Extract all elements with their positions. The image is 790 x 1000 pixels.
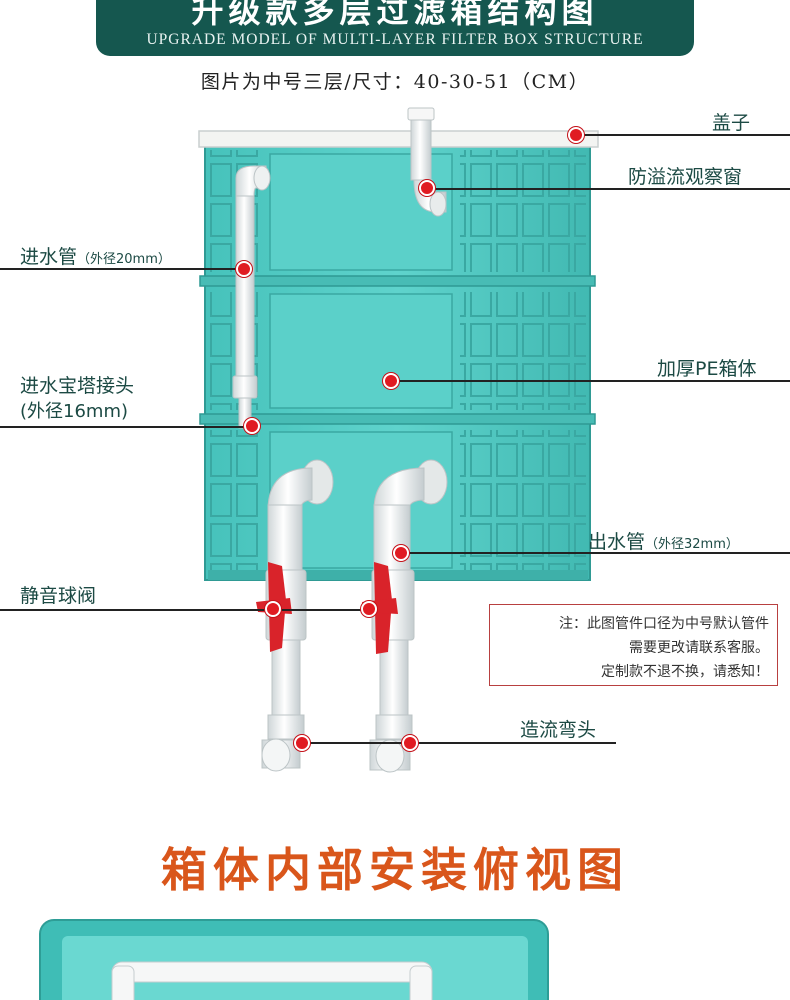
banner-title-en: UPGRADE MODEL OF MULTI-LAYER FILTER BOX … [146,31,644,48]
marker-elbow-left [294,735,310,751]
leader-inlet-connector [0,426,252,428]
leader-inlet-pipe [0,268,244,270]
leader-overflow-window [426,188,790,190]
lid [198,130,599,148]
notice-line-3: 定制款不退不换，请悉知！ [601,664,769,680]
label-outlet-pipe-note: （外径32mm） [645,537,739,552]
label-inlet-pipe: 进水管（外径20mm） [20,242,171,269]
marker-inlet-pipe [236,261,252,277]
label-outlet-pipe: 出水管（外径32mm） [588,527,739,554]
size-subtitle: 图片为中号三层/尺寸：40-30-51（CM） [200,71,590,93]
label-inlet-connector: 进水宝塔接头 (外径16mm) [20,374,134,424]
banner-title-cn: 升级款多层过滤箱结构图 [191,0,599,30]
leader-lid [575,134,790,136]
leader-outlet-pipe [400,552,790,554]
label-ball-valve: 静音球阀 [20,585,97,607]
marker-lid [568,127,584,143]
label-inlet-connector-line1: 进水宝塔接头 [20,375,135,397]
label-elbow: 造流弯头 [520,719,597,741]
notice-line-2: 需要更改请联系客服。 [629,640,769,656]
leader-ball-valve [0,609,370,611]
label-pe-box: 加厚PE箱体 [657,358,757,380]
marker-overflow-window [419,180,435,196]
label-overflow-window: 防溢流观察窗 [628,166,743,188]
label-inlet-pipe-text: 进水管 [20,246,78,268]
marker-elbow-right [402,735,418,751]
marker-ball-valve-left [265,601,281,617]
notice-line-1: 注：此图管件口径为中号默认管件 [559,616,769,632]
label-lid: 盖子 [712,112,751,134]
leader-pe-box [390,380,790,382]
marker-pe-box [383,373,399,389]
marker-ball-valve-right [361,601,377,617]
header-banner: 升级款多层过滤箱结构图 UPGRADE MODEL OF MULTI-LAYER… [96,0,694,56]
label-inlet-connector-line2: (外径16mm) [20,401,129,422]
top-view-photo [39,919,549,1000]
label-outlet-pipe-text: 出水管 [588,531,646,553]
marker-inlet-connector [244,418,260,434]
marker-outlet-pipe [393,545,409,561]
notice-box: 注：此图管件口径为中号默认管件 需要更改请联系客服。 定制款不退不换，请悉知！ [489,604,778,686]
label-inlet-pipe-note: （外径20mm） [77,252,171,267]
section-title: 箱体内部安装俯视图 [161,843,629,897]
leader-elbow [300,742,616,744]
